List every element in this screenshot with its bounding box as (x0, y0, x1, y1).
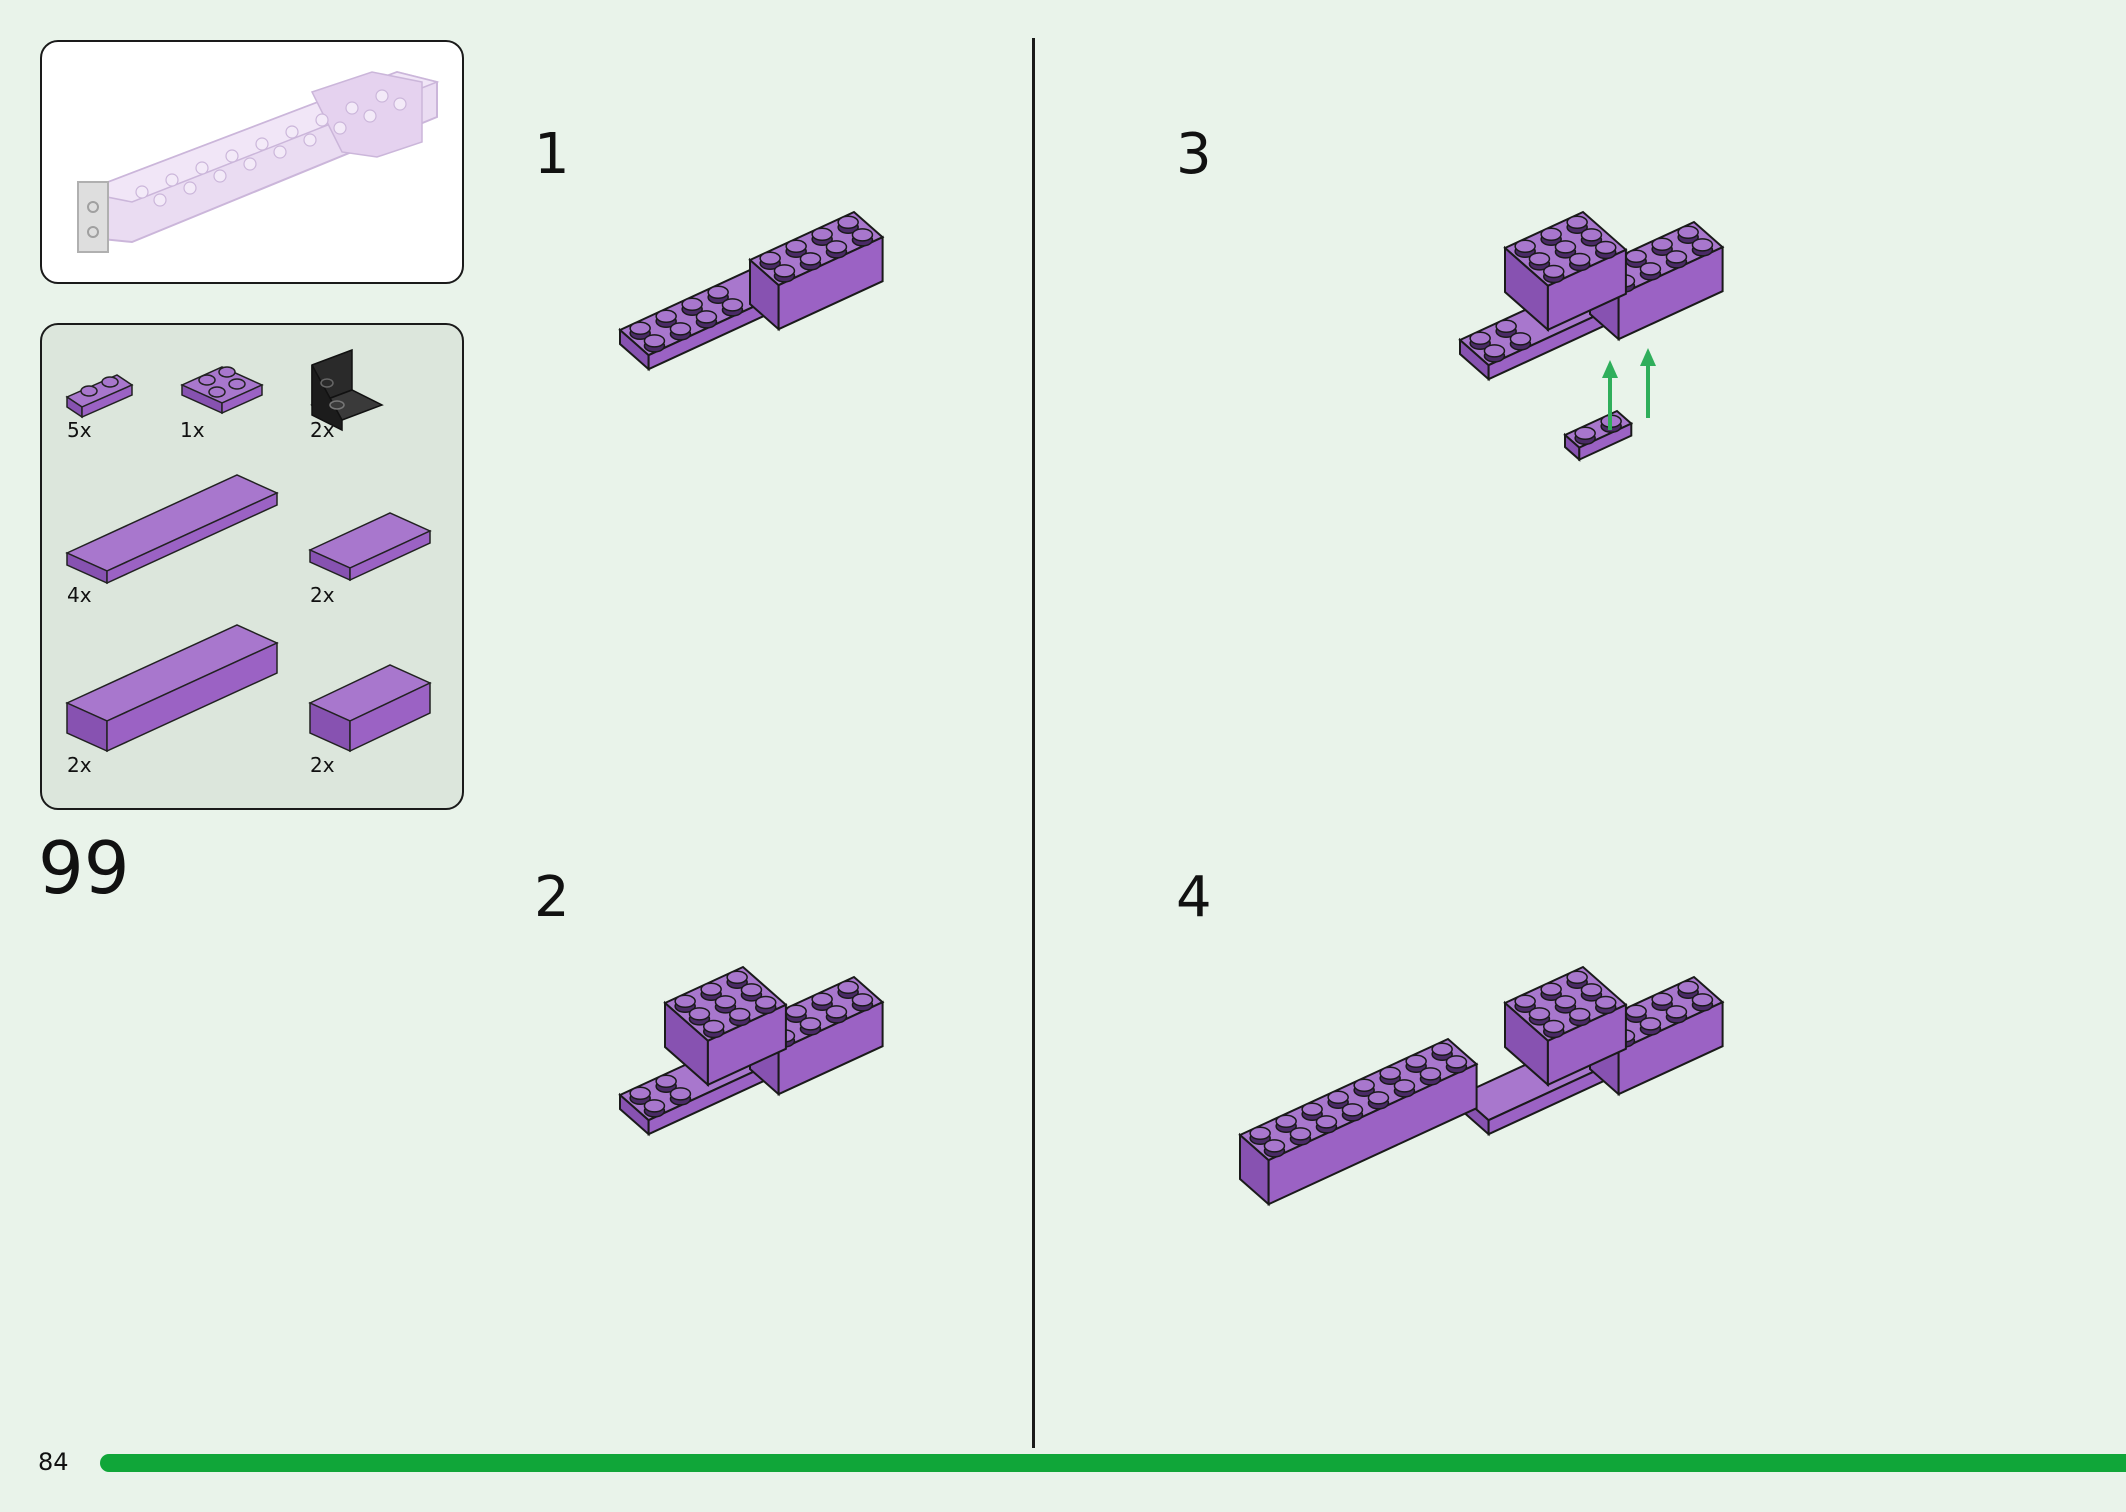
progress-bar (100, 1454, 2126, 1472)
step-number-3: 3 (1176, 122, 1212, 187)
part-bracket-black (310, 348, 384, 432)
context-overview-box (40, 40, 464, 284)
part-qty: 1x (180, 418, 205, 442)
sub-assembly-number: 99 (38, 826, 130, 910)
part-plate-2x2 (180, 366, 264, 415)
part-qty: 2x (310, 583, 335, 607)
parts-list-box: 5x 1x 2x 4x 2x 2x 2x (40, 323, 464, 810)
part-brick-2x8 (65, 624, 279, 753)
step-number-1: 1 (534, 122, 570, 187)
part-qty: 4x (67, 583, 92, 607)
part-plate-1x2 (65, 374, 134, 419)
step-2-illustration (618, 965, 885, 1137)
step-3-illustration (1458, 210, 1725, 462)
parts-illustrations (65, 348, 432, 753)
step-4-illustration (1238, 965, 1725, 1207)
part-plate-2x4 (308, 512, 432, 582)
part-plate-2x8 (65, 474, 279, 585)
step-1-illustration (618, 210, 885, 372)
part-brick-2x4 (308, 664, 432, 753)
assembled-model-image (77, 70, 440, 253)
column-divider (1032, 38, 1035, 1448)
part-qty: 2x (310, 418, 335, 442)
page-number: 84 (38, 1448, 69, 1476)
step-number-4: 4 (1176, 865, 1212, 930)
part-qty: 5x (67, 418, 92, 442)
part-qty: 2x (67, 753, 92, 777)
part-qty: 2x (310, 753, 335, 777)
step-number-2: 2 (534, 865, 570, 930)
